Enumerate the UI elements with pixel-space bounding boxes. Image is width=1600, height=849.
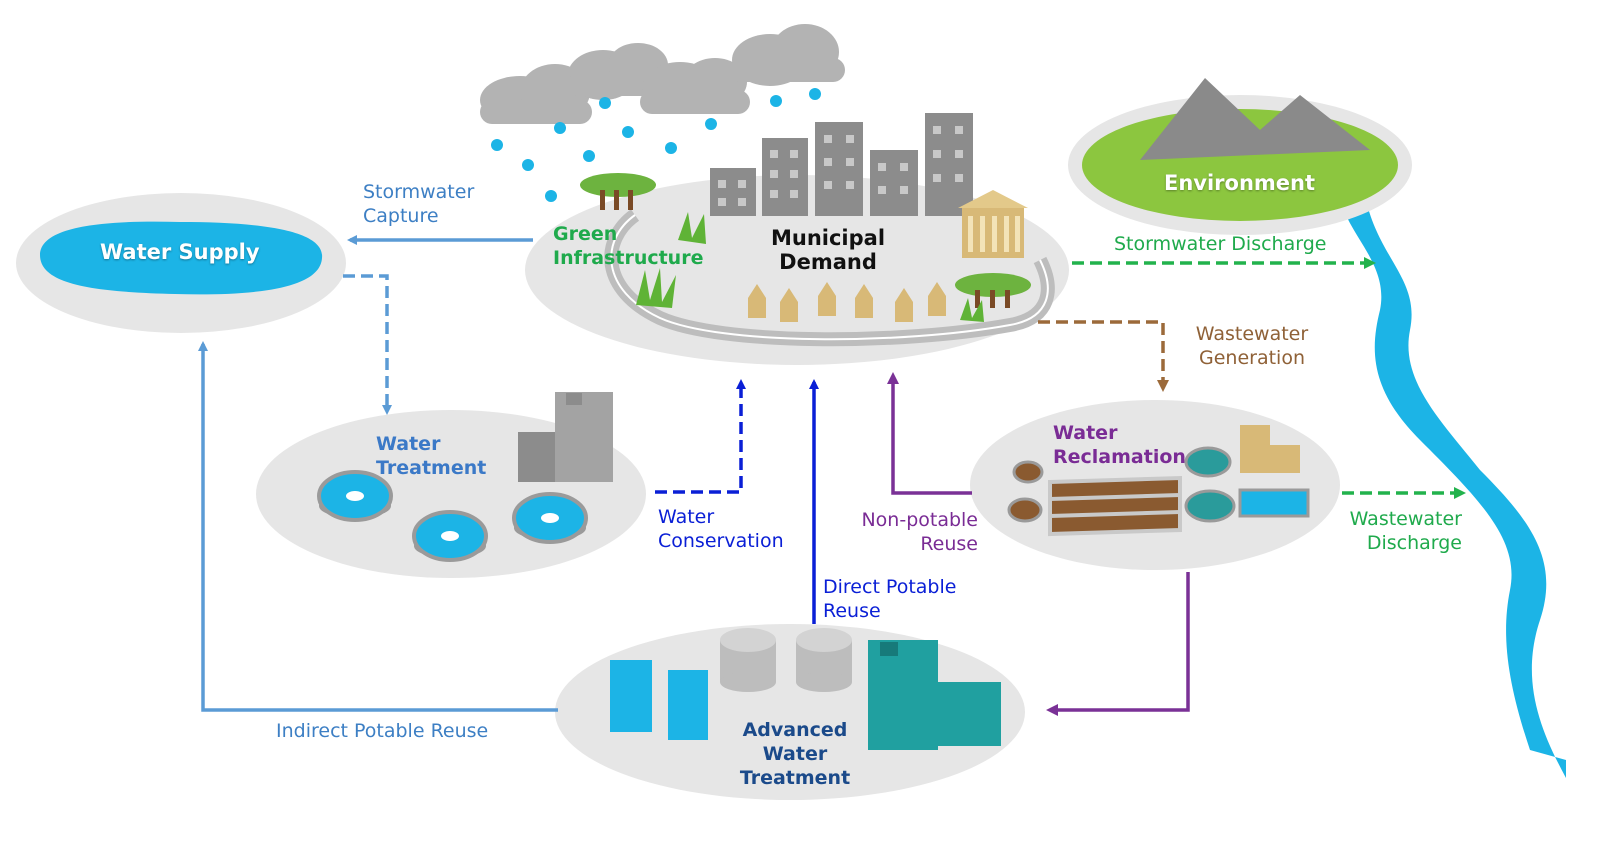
mountain-icon <box>1140 78 1370 160</box>
raindrops-icon <box>491 88 821 202</box>
treatment-building-icon <box>518 392 613 482</box>
city-buildings-icon <box>710 113 973 216</box>
storage-tanks-icon <box>720 628 852 692</box>
rain-clouds-icon <box>480 24 845 124</box>
water-conservation-arrow <box>655 379 746 494</box>
tree-canopy-icon <box>580 173 1031 308</box>
municipal-demand-node <box>525 113 1069 365</box>
indirect-potable-reuse-arrow <box>198 341 558 712</box>
drying-beds-icon <box>1048 475 1182 537</box>
water-supply-node <box>16 193 346 333</box>
reclamation-tanks-icon <box>1007 446 1310 523</box>
houses-icon <box>748 282 946 322</box>
advanced-water-treatment-node <box>555 624 1025 800</box>
non-potable-reuse-arrow <box>887 372 972 495</box>
stormwater-discharge-label: Stormwater Discharge <box>1114 233 1327 255</box>
water-treatment-node <box>256 392 646 578</box>
advanced-treatment-building-icon <box>868 640 1001 750</box>
clarifier-tanks-icon <box>317 470 588 562</box>
supply-to-treatment-arrow <box>343 274 392 415</box>
river-shape <box>1262 110 1566 778</box>
environment-label: Environment <box>1164 171 1316 195</box>
environment-node <box>1068 78 1412 235</box>
filter-units-icon <box>610 660 708 740</box>
water-supply-label: Water Supply <box>100 240 260 264</box>
civic-building-icon <box>958 190 1028 258</box>
reclamation-to-advanced-arrow <box>1046 572 1190 716</box>
lake-icon <box>40 221 323 295</box>
grass-icon <box>636 212 984 322</box>
flow-arrows <box>198 235 1466 716</box>
wastewater-generation-arrow <box>1038 320 1169 392</box>
water-reclamation-node <box>970 400 1340 570</box>
building-windows <box>718 126 963 206</box>
reclamation-building-icon <box>1240 425 1300 473</box>
indirect-potable-reuse-label: Indirect Potable Reuse <box>276 720 489 742</box>
